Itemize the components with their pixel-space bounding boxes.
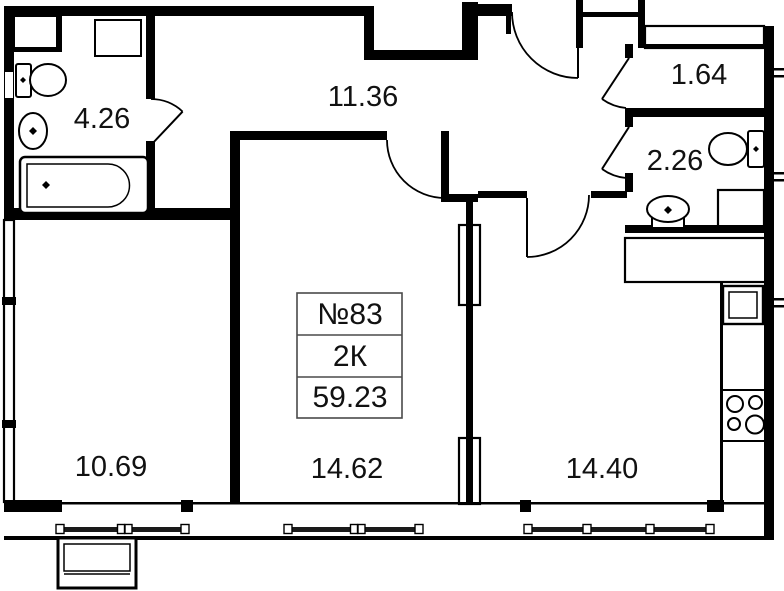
entrance-door: [511, 11, 579, 79]
unit-number-label: №83: [317, 298, 383, 331]
doors: [150, 11, 630, 258]
wc-door: [601, 126, 630, 179]
storage-door: [601, 57, 630, 109]
kitchen-fixtures: [721, 284, 765, 435]
wc-sink-icon: [646, 195, 690, 229]
living-room-window: [283, 523, 424, 535]
kitchen-window: [523, 523, 715, 535]
room-label-kitchen-living: 14.40: [566, 453, 639, 485]
living-room-door: [386, 139, 446, 199]
vent-shaft-icon: [13, 15, 58, 49]
kitchen-door: [526, 194, 590, 258]
room-label-wc: 2.26: [647, 145, 703, 177]
bathtub-icon: [18, 155, 150, 215]
toilet-icon: [15, 63, 67, 98]
room-area-labels: 4.26 11.36 1.64 2.26 10.69 14.62 14.40: [74, 59, 727, 485]
wc-fixtures: [646, 130, 765, 229]
unit-total-area-label: 59.23: [312, 381, 387, 414]
sink-icon: [18, 112, 48, 150]
stove-icon: [726, 395, 765, 435]
wc-toilet-icon: [708, 130, 765, 168]
kitchen-sink-icon: [721, 284, 765, 326]
washing-machine-icon: [94, 19, 142, 57]
unit-info-box: №83 2К 59.23: [296, 292, 403, 419]
balcony: [56, 536, 138, 590]
room-label-storage: 1.64: [671, 59, 727, 91]
wc-vent-shaft: [716, 188, 766, 229]
room-label-hallway: 11.36: [328, 81, 398, 113]
walls: [2, 0, 784, 540]
unit-type-label: 2К: [333, 340, 368, 373]
kitchen-duct-wall: [623, 236, 769, 284]
bedroom-window: [55, 523, 190, 535]
bathroom-fixtures: [13, 15, 150, 215]
room-label-bedroom: 10.69: [75, 451, 148, 483]
bathroom-door: [150, 98, 184, 146]
room-label-bathroom: 4.26: [74, 103, 130, 135]
room-label-living-room: 14.62: [311, 453, 384, 485]
left-exterior-wall-hollow: [2, 218, 16, 504]
windows: [55, 523, 715, 535]
